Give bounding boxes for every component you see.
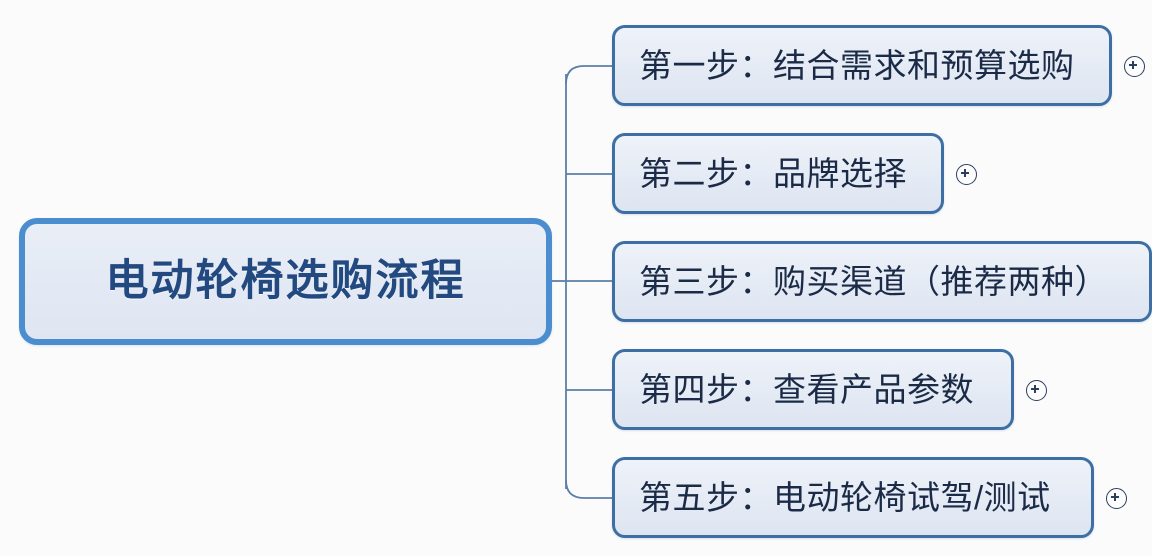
child-node-label: 第二步：品牌选择 xyxy=(639,155,907,192)
connector-branch-5 xyxy=(565,479,612,499)
plus-circle-icon-expand-step-2[interactable] xyxy=(956,164,977,185)
plus-circle-icon-expand-step-5[interactable] xyxy=(1106,488,1127,509)
child-node-label: 第三步：购买渠道（推荐两种） xyxy=(639,263,1108,300)
connector-branch-1 xyxy=(565,65,612,85)
child-node-step-5[interactable]: 第五步：电动轮椅试驾/测试 xyxy=(612,457,1094,538)
plus-circle-icon-expand-step-1[interactable] xyxy=(1124,56,1145,77)
root-node-label: 电动轮椅选购流程 xyxy=(105,257,466,305)
child-node-step-2[interactable]: 第二步：品牌选择 xyxy=(612,133,944,214)
child-node-step-3[interactable]: 第三步：购买渠道（推荐两种） xyxy=(612,241,1152,322)
child-node-label: 第五步：电动轮椅试驾/测试 xyxy=(639,479,1051,516)
root-node[interactable]: 电动轮椅选购流程 xyxy=(19,218,552,345)
child-node-label: 第一步：结合需求和预算选购 xyxy=(639,47,1075,84)
child-node-label: 第四步：查看产品参数 xyxy=(639,371,974,408)
child-node-step-4[interactable]: 第四步：查看产品参数 xyxy=(612,349,1014,430)
child-node-step-1[interactable]: 第一步：结合需求和预算选购 xyxy=(612,25,1112,106)
plus-circle-icon-expand-step-4[interactable] xyxy=(1026,380,1047,401)
